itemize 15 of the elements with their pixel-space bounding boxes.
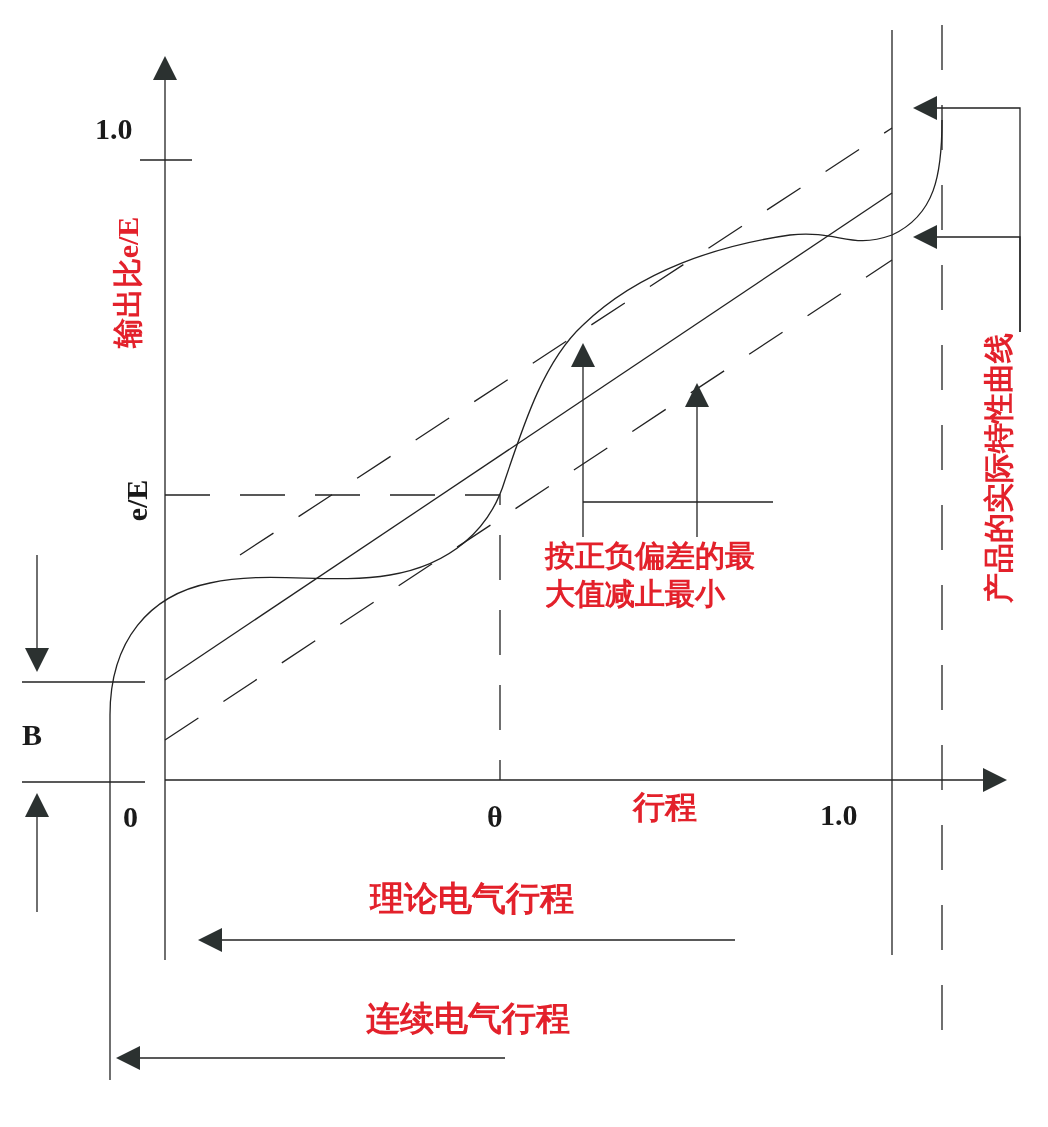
dimension-label: 连续电气行程: [366, 1000, 570, 1038]
tick-label: θ: [487, 800, 503, 833]
tick-label: e/E: [120, 479, 154, 521]
axis-title: 行程: [633, 790, 697, 826]
annotation-text: 按正负偏差的最大值减止最小: [545, 537, 761, 612]
leader-arrow: [685, 383, 709, 538]
tick-label: 0: [123, 800, 138, 833]
tick-label: 1.0: [820, 798, 858, 831]
dimension-label: B: [22, 718, 42, 751]
annotation-text: 产品的实际特性曲线: [981, 332, 1015, 602]
leader-arrow: [571, 343, 595, 538]
leader-arrow: [913, 225, 1021, 333]
tick-label: 1.0: [95, 112, 133, 145]
axis-title: 输出比e/E: [111, 216, 145, 348]
dimension-label: 理论电气行程: [370, 880, 574, 918]
